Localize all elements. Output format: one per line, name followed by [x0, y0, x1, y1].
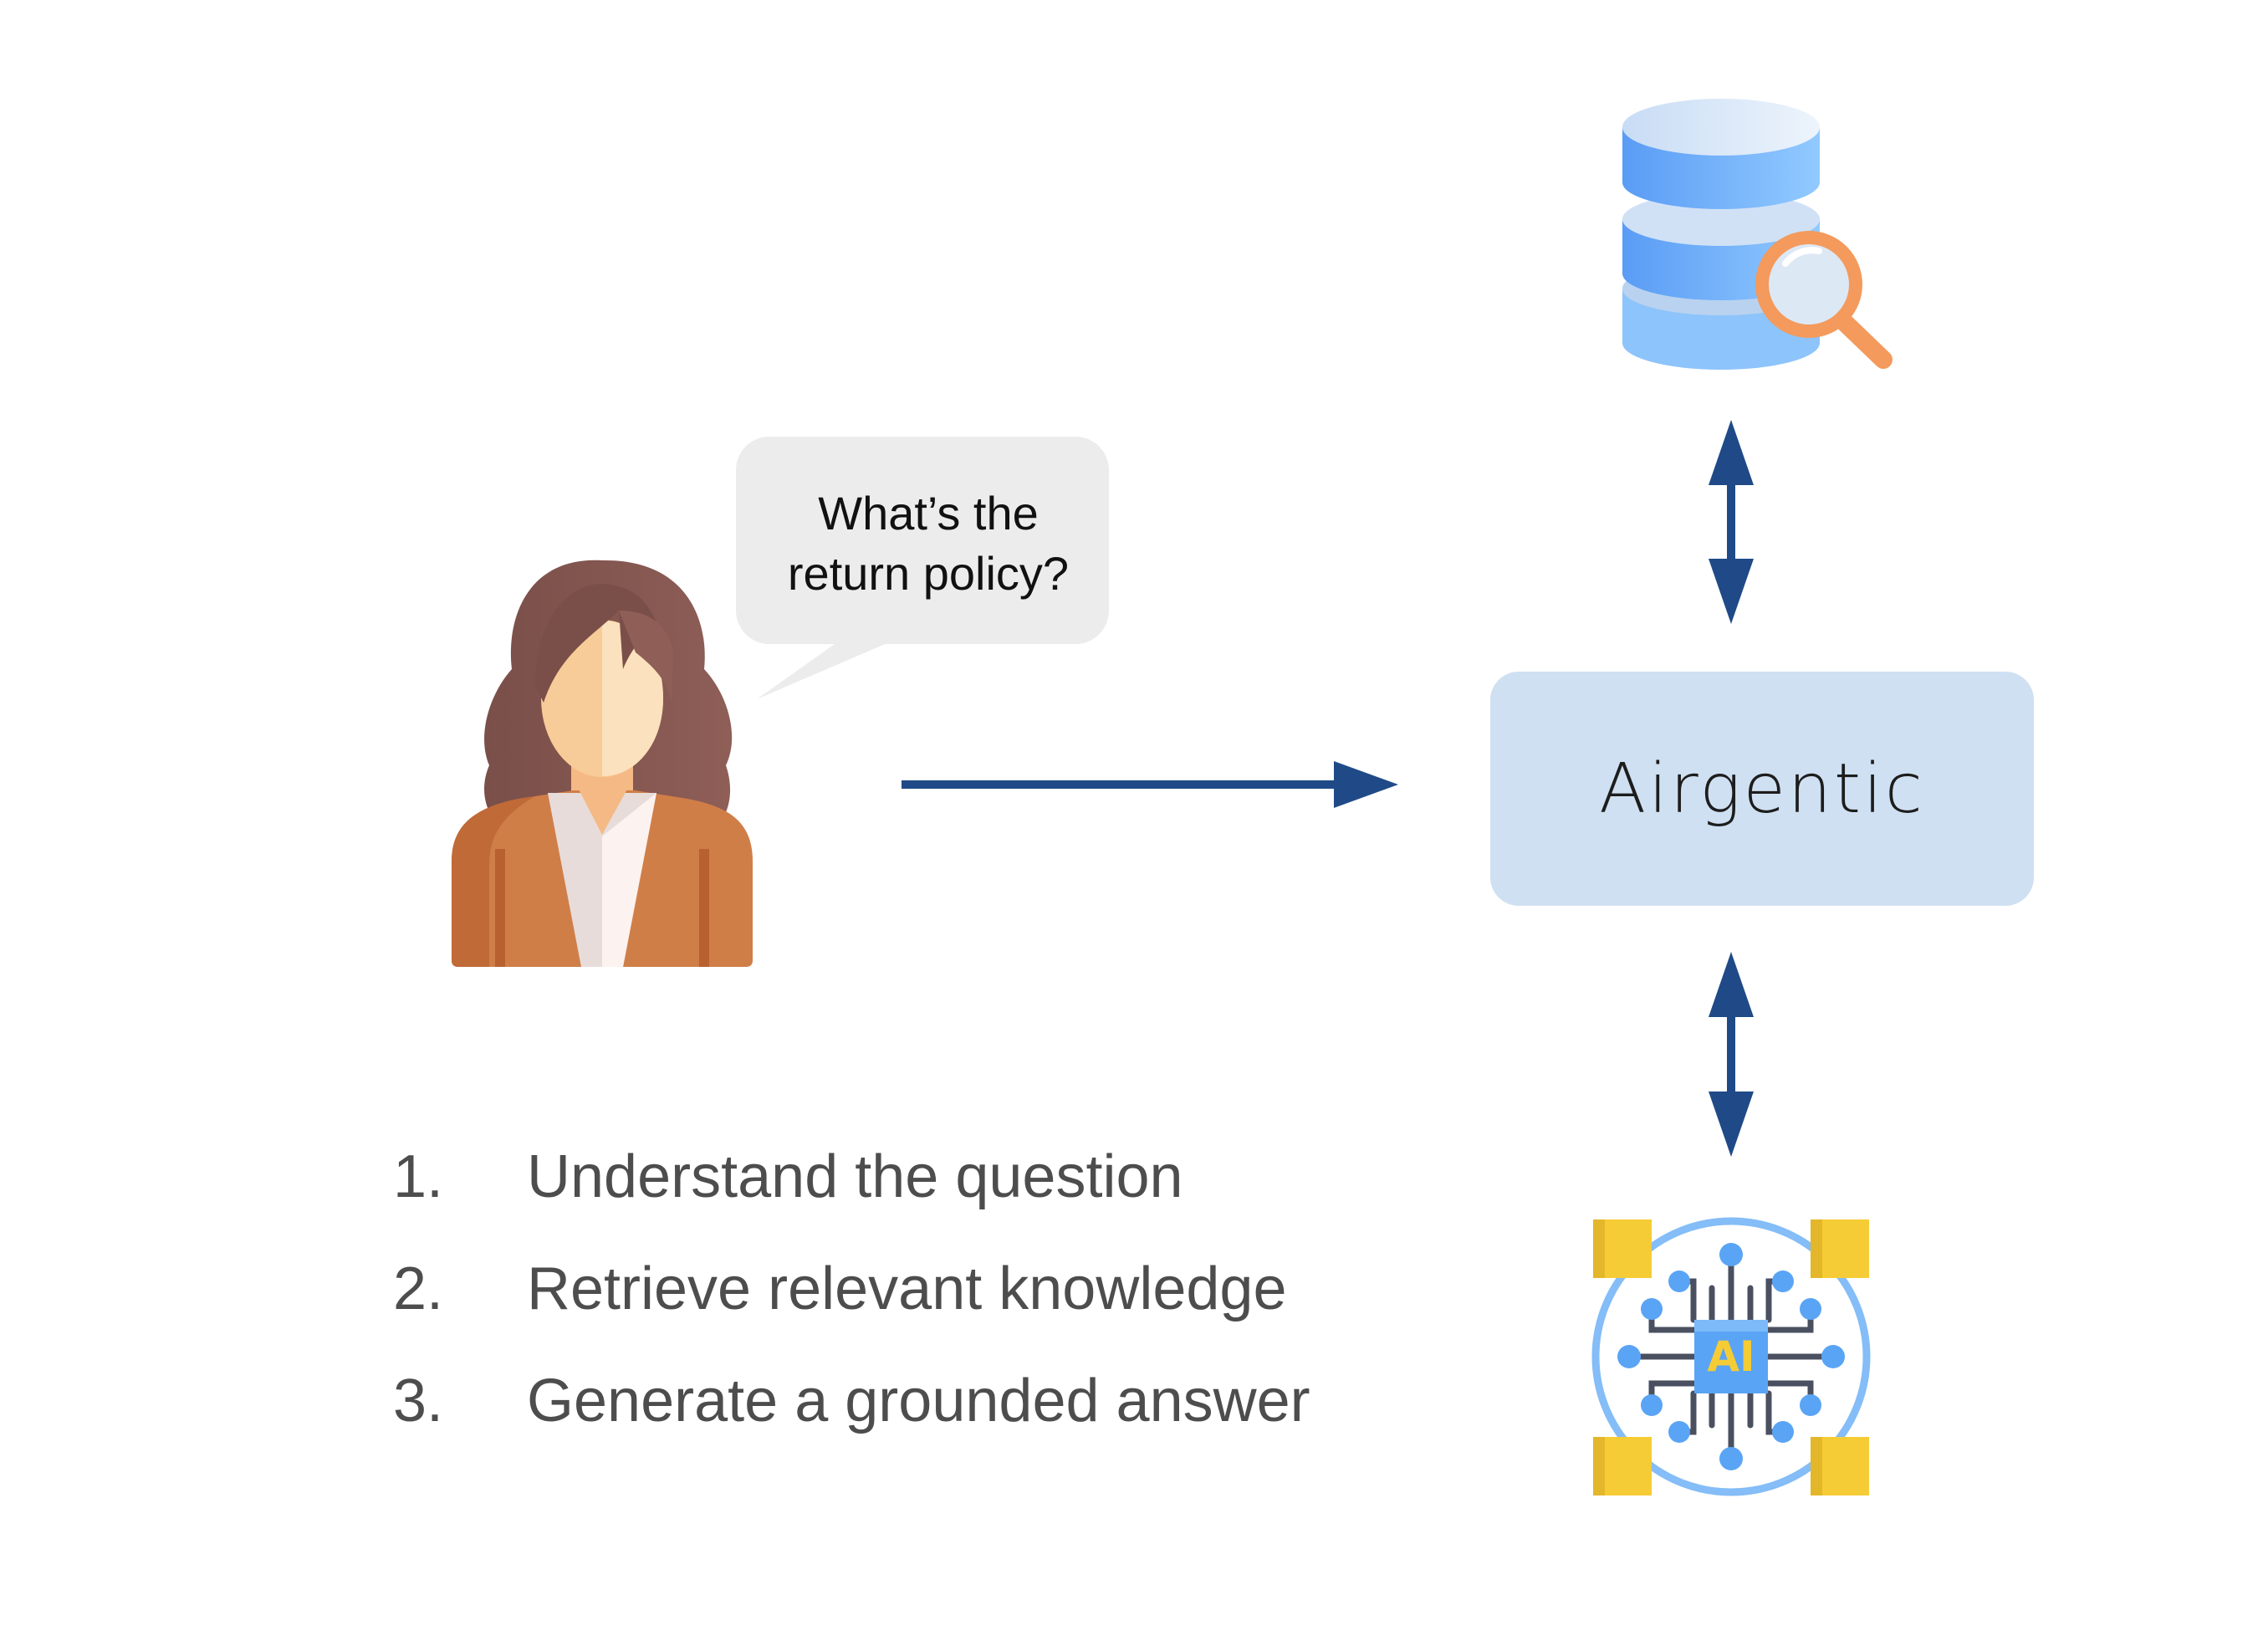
speech-bubble-text: What’s the return policy?	[744, 483, 1112, 604]
ai-chip-label: AI	[1707, 1332, 1755, 1381]
step-text: Understand the question	[527, 1143, 1183, 1210]
step-number: 1.	[393, 1143, 444, 1210]
ai-chip-icon	[1591, 1217, 1871, 1496]
database-search-icon	[1622, 99, 1893, 370]
user-avatar-icon	[452, 560, 753, 967]
system-box-label: Airgentic	[1599, 749, 1925, 829]
list-item: 1. Understand the question	[393, 1121, 1480, 1233]
airgentic-system-box: Airgentic	[1490, 672, 2034, 906]
speech-bubble-line-1: What’s the	[818, 487, 1039, 539]
step-text: Generate a grounded answer	[527, 1368, 1310, 1434]
right-arrow-icon	[902, 761, 1398, 808]
step-text: Retrieve relevant knowledge	[527, 1255, 1287, 1322]
process-steps-list: 1. Understand the question 2. Retrieve r…	[393, 1121, 1480, 1457]
speech-bubble	[736, 437, 1109, 699]
double-arrow-icon	[1709, 952, 1754, 1157]
step-number: 2.	[393, 1255, 444, 1322]
step-number: 3.	[393, 1368, 444, 1434]
double-arrow-icon	[1709, 420, 1754, 624]
list-item: 2. Retrieve relevant knowledge	[393, 1233, 1480, 1345]
speech-bubble-line-2: return policy?	[787, 547, 1070, 600]
list-item: 3. Generate a grounded answer	[393, 1345, 1480, 1457]
